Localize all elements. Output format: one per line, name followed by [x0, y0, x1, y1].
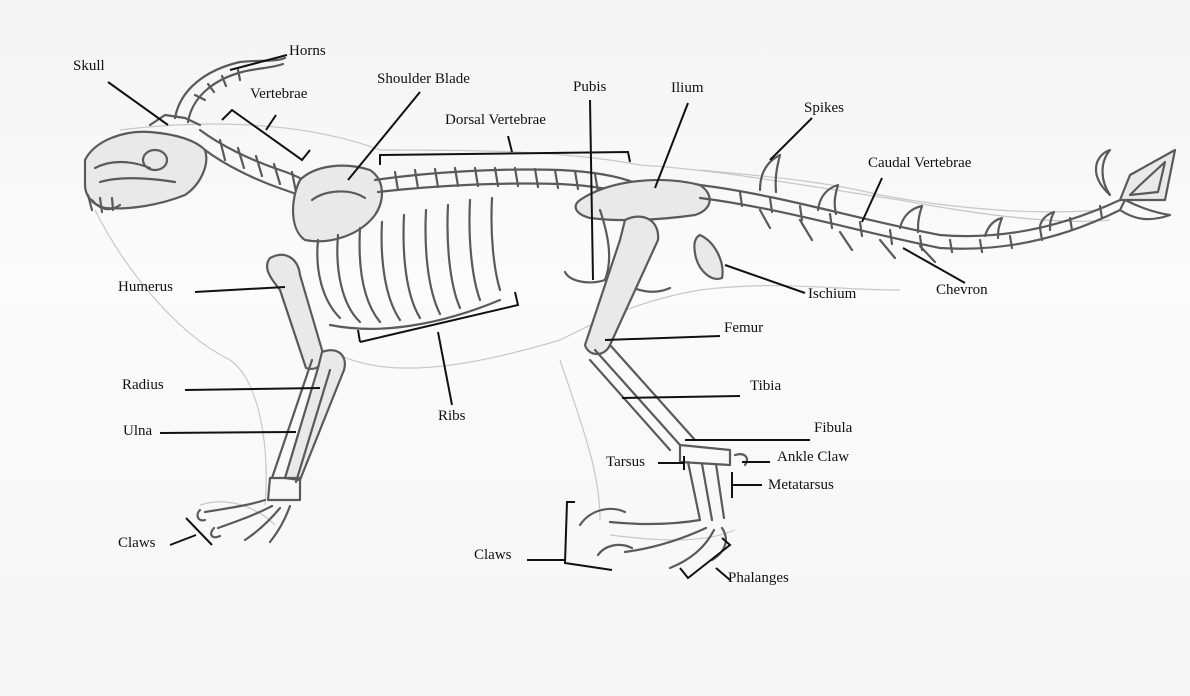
label-fibula: Fibula: [814, 421, 852, 436]
leader-chevron: [903, 248, 965, 283]
leader-caudal-vertebrae: [862, 178, 882, 222]
label-vertebrae: Vertebrae: [250, 87, 307, 102]
leader-radius: [185, 388, 320, 390]
label-humerus: Humerus: [118, 280, 173, 295]
label-ilium: Ilium: [671, 81, 704, 96]
leader-shoulder-blade: [348, 92, 420, 180]
leader-ischium: [725, 265, 805, 293]
label-dorsal-vertebrae: Dorsal Vertebrae: [445, 113, 546, 128]
bracket-ribs-end: [358, 330, 360, 342]
tail-bones: [700, 185, 1120, 252]
label-radius: Radius: [122, 378, 164, 393]
bracket-metatarsus: [732, 472, 762, 498]
label-ischium: Ischium: [808, 287, 856, 302]
leader-dorsal-vertebrae: [508, 136, 512, 152]
leader-ulna: [160, 432, 296, 433]
leader-skull: [108, 82, 168, 125]
label-claws-front: Claws: [118, 536, 156, 551]
label-phalanges: Phalanges: [728, 571, 789, 586]
leader-vertebrae: [266, 115, 276, 130]
label-femur: Femur: [724, 321, 763, 336]
leader-femur: [605, 336, 720, 340]
label-metatarsus: Metatarsus: [768, 478, 834, 493]
leader-spikes: [770, 118, 812, 160]
leader-humerus: [195, 287, 285, 292]
front-leg-bones: [198, 255, 345, 542]
label-horns: Horns: [289, 44, 326, 59]
shoulder-blade-bone: [293, 166, 382, 242]
leader-claws-front: [170, 535, 196, 545]
label-tarsus: Tarsus: [606, 455, 645, 470]
neck-vertebrae-bones: [200, 130, 310, 200]
label-claws-hind: Claws: [474, 548, 512, 563]
skull-bones: [85, 115, 206, 212]
label-ankle-claw: Ankle Claw: [777, 450, 849, 465]
label-shoulder-blade: Shoulder Blade: [377, 72, 470, 87]
leader-lines: [108, 55, 965, 580]
label-caudal-vertebrae: Caudal Vertebrae: [868, 156, 971, 171]
bracket-claws-hind: [565, 502, 612, 570]
leader-ribs: [438, 332, 452, 405]
bracket-claws-front: [186, 518, 212, 545]
label-skull: Skull: [73, 59, 105, 74]
leader-ilium: [655, 103, 688, 188]
label-pubis: Pubis: [573, 80, 606, 95]
label-ribs: Ribs: [438, 409, 466, 424]
leader-tibia: [622, 396, 740, 398]
label-ulna: Ulna: [123, 424, 152, 439]
tail-tip-bones: [1096, 150, 1175, 219]
leader-pubis: [590, 100, 593, 280]
chevron-bones: [760, 210, 935, 262]
label-spikes: Spikes: [804, 101, 844, 116]
label-tibia: Tibia: [750, 379, 781, 394]
label-chevron: Chevron: [936, 283, 988, 298]
